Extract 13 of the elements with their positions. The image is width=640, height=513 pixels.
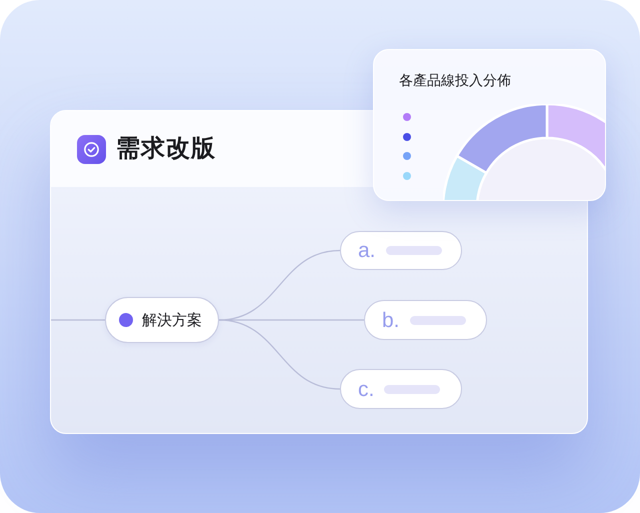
connector-line — [51, 319, 105, 321]
node-label: b. — [382, 310, 400, 330]
connector-line — [218, 319, 340, 390]
chart-title: 各產品線投入分佈 — [399, 71, 511, 89]
node-label: a. — [358, 240, 376, 261]
card-title: 需求改版 — [116, 137, 216, 161]
topic-pill — [105, 297, 219, 343]
node-label: c. — [358, 378, 374, 400]
node-label: 解決方案 — [142, 312, 202, 328]
chart-card — [373, 49, 606, 201]
option-pill — [364, 300, 487, 340]
option-pill — [340, 231, 462, 270]
option-pill — [340, 369, 462, 409]
